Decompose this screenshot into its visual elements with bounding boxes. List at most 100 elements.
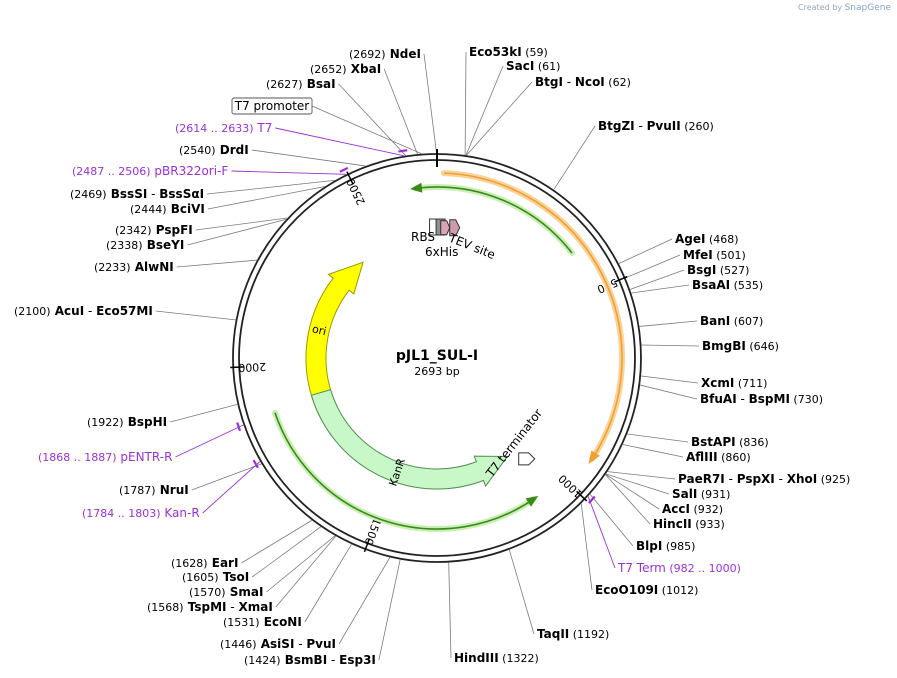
snapgene-credit: Created by SnapGene <box>798 3 891 13</box>
enzyme-position: (607) <box>730 315 763 328</box>
t7-promoter-leader-line <box>311 105 422 154</box>
orf-arcs <box>272 170 625 532</box>
enzyme-name: AlwNI <box>131 260 174 274</box>
enzyme-name: BtgZI <box>598 119 635 133</box>
enzyme-name: PspXI <box>737 472 775 486</box>
enzyme-name: Esp3I <box>339 653 376 667</box>
enzyme-name: DrdI <box>216 143 249 157</box>
enzyme-leader-line <box>640 384 698 400</box>
enzyme-name: NruI <box>156 483 189 497</box>
primer-label: (2487 .. 2506) pBR322ori-F <box>72 164 228 178</box>
enzyme-name: PspFI <box>152 223 193 237</box>
enzyme-name: XcmI <box>701 376 734 390</box>
enzyme-position: (2652) <box>310 63 347 76</box>
enzyme-name: EcoNI <box>260 615 302 629</box>
enzyme-leader-line <box>251 149 366 167</box>
enzyme-separator: - <box>563 75 575 89</box>
enzyme-name: Eco53kI <box>469 45 522 59</box>
orf-outer-arrowhead <box>588 450 600 465</box>
enzyme-leader-line <box>155 310 236 321</box>
primer-binding-mark <box>252 459 259 469</box>
enzyme-label: (2233) AlwNI <box>94 260 174 274</box>
enzyme-leader-line <box>589 494 634 547</box>
enzyme-leader-line <box>241 520 313 564</box>
enzyme-name: AsiSI <box>257 637 295 651</box>
enzyme-name: NcoI <box>575 75 605 89</box>
enzyme-leader-line <box>251 526 321 578</box>
enzyme-name: BssSαI <box>159 187 204 201</box>
enzyme-position: (2338) <box>106 239 143 252</box>
enzyme-label: XcmI (711) <box>701 376 767 390</box>
enzyme-name: BfuAI <box>700 392 737 406</box>
enzyme-position: (2233) <box>94 261 131 274</box>
enzyme-name: AccI <box>662 502 690 516</box>
enzyme-position: (836) <box>736 436 769 449</box>
enzyme-name: AgeI <box>675 232 705 246</box>
enzyme-label: BtgI - NcoI (62) <box>535 75 631 89</box>
center-title: pJL1_SUL-I 2693 bp <box>396 348 478 378</box>
enzyme-leader-line <box>630 269 685 290</box>
enzyme-label: (1787) NruI <box>119 483 189 497</box>
enzyme-leader-line <box>508 549 535 635</box>
enzyme-leader-line <box>423 53 437 154</box>
enzyme-name: SalI <box>672 487 697 501</box>
enzyme-name: TspMI <box>184 600 227 614</box>
enzyme-label: SacI (61) <box>506 59 560 73</box>
rbs-label: RBS <box>411 230 435 244</box>
t7-promoter-label: T7 promoter <box>234 99 310 113</box>
enzyme-leader-line <box>207 186 325 210</box>
enzyme-label: AgeI (468) <box>675 232 739 246</box>
enzyme-name: PaeR7I <box>678 472 725 486</box>
enzyme-position: (260) <box>681 120 714 133</box>
enzyme-label: (1424) BsmBI - Esp3I <box>244 653 376 667</box>
enzyme-leader-line <box>625 254 681 279</box>
enzyme-label: BtgZI - PvuII (260) <box>598 119 714 133</box>
primer-range: (982 .. 1000) <box>666 562 741 575</box>
enzyme-leader-line <box>304 544 352 623</box>
enzyme-position: (1570) <box>189 586 226 599</box>
enzyme-position: (59) <box>522 46 548 59</box>
enzyme-position: (62) <box>605 76 631 89</box>
enzyme-label: (1531) EcoNI <box>223 615 302 629</box>
enzyme-position: (2540) <box>179 144 216 157</box>
enzyme-position: (501) <box>713 249 746 262</box>
enzyme-position: (2444) <box>130 203 167 216</box>
enzyme-leader-line <box>338 83 406 156</box>
enzyme-leader-line <box>378 559 401 661</box>
tick-label: 2000 <box>238 360 267 374</box>
tick-mark <box>576 490 588 502</box>
primer-leader-line <box>275 127 404 157</box>
enzyme-label: (1922) BspHI <box>87 415 167 429</box>
enzyme-label: BlpI (985) <box>636 539 695 553</box>
primer-binding-mark <box>236 422 242 432</box>
enzyme-position: (932) <box>690 503 723 516</box>
orf-inner-arrowhead <box>409 182 423 193</box>
primer-binding-mark <box>339 166 349 173</box>
enzyme-position: (468) <box>705 233 738 246</box>
enzyme-name: BspHI <box>124 415 168 429</box>
t7-terminator-marker <box>518 452 536 466</box>
enzyme-label: BmgBI (646) <box>702 339 779 353</box>
enzyme-name: BseYI <box>143 238 185 252</box>
enzyme-label: HincII (933) <box>653 517 725 531</box>
enzyme-label: (1570) SmaI <box>189 585 263 599</box>
enzyme-label: TaqII (1192) <box>537 627 609 641</box>
primer-leader-line <box>587 496 616 569</box>
enzyme-position: (711) <box>734 377 767 390</box>
enzyme-name: PvuI <box>306 637 336 651</box>
enzyme-label: AccI (932) <box>662 502 723 516</box>
site-labels: (2692) NdeI(2652) XbaI(2627) BsaIEco53kI… <box>14 45 850 667</box>
tev-site-marker-b <box>449 219 461 237</box>
enzyme-separator: - <box>737 392 749 406</box>
primer-range: (2487 .. 2506) <box>72 165 151 178</box>
enzyme-separator: - <box>775 472 787 486</box>
enzyme-separator: - <box>327 653 339 667</box>
orf-outer-arc <box>443 172 623 460</box>
enzyme-leader-line <box>465 65 504 156</box>
enzyme-leader-line <box>607 471 676 480</box>
enzyme-leader-line <box>641 344 700 347</box>
enzyme-name: BanI <box>700 314 730 328</box>
enzyme-name: SacI <box>506 59 534 73</box>
enzyme-label: (1568) TspMI - XmaI <box>147 600 273 614</box>
